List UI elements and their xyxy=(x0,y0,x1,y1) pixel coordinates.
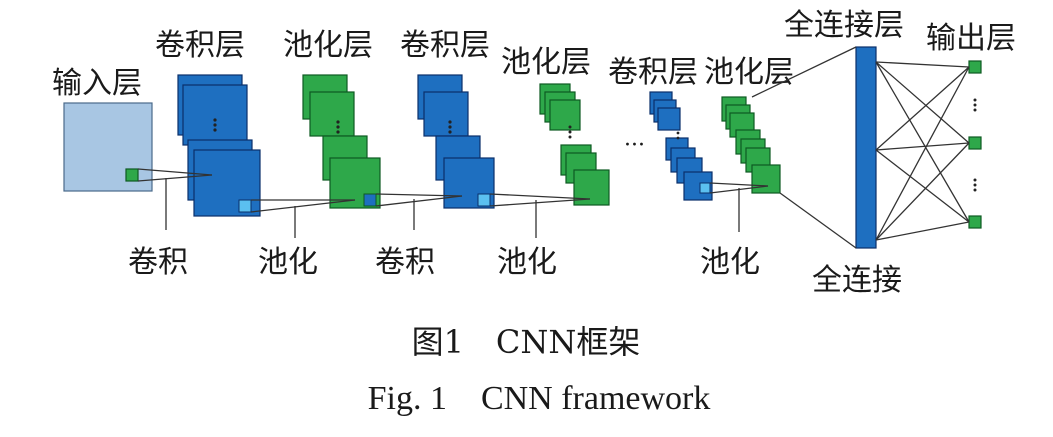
caption-english: Fig. 1 CNN framework xyxy=(368,380,711,417)
conv-layer-3-label: 卷积层 xyxy=(608,55,698,90)
pool-layer-2-label: 池化层 xyxy=(501,45,591,80)
fc-layer-label: 全连接层 xyxy=(784,8,904,43)
operation-leader-lines xyxy=(165,178,740,238)
conv-layer-1-stack xyxy=(177,74,261,217)
op-pool-3-label: 池化 xyxy=(700,245,760,280)
conv-layer-2-label: 卷积层 xyxy=(400,28,490,63)
input-layer-label: 输入层 xyxy=(52,66,142,101)
op-full-connect-label: 全连接 xyxy=(812,263,902,298)
pool-layer-3-stack xyxy=(721,96,781,194)
conv-layer-2-stack xyxy=(417,74,495,209)
fc-output-connections xyxy=(875,61,970,241)
op-conv-1-label: 卷积 xyxy=(128,245,188,280)
output-layer-label: 输出层 xyxy=(926,21,1016,56)
caption-chinese: 图1 CNN框架 xyxy=(412,323,641,361)
input-receptive-field xyxy=(125,168,139,182)
conv-layer-3-stack xyxy=(649,91,713,201)
input-layer-block xyxy=(63,102,153,192)
op-pool-1-label: 池化 xyxy=(258,245,318,280)
op-pool-2-label: 池化 xyxy=(497,245,557,280)
conv-layer-1-label: 卷积层 xyxy=(155,28,245,63)
layer-ellipsis: ··· xyxy=(624,133,645,158)
op-conv-2-label: 卷积 xyxy=(375,245,435,280)
pool-layer-1-label: 池化层 xyxy=(283,28,373,63)
pool-layer-1-stack xyxy=(302,74,381,209)
pool-layer-3-label: 池化层 xyxy=(704,55,794,90)
pool-layer-2-stack xyxy=(539,83,610,206)
output-nodes xyxy=(968,60,982,229)
fc-input-lines xyxy=(751,46,857,249)
projection-lines xyxy=(137,168,769,213)
fc-layer-bar xyxy=(855,46,877,249)
